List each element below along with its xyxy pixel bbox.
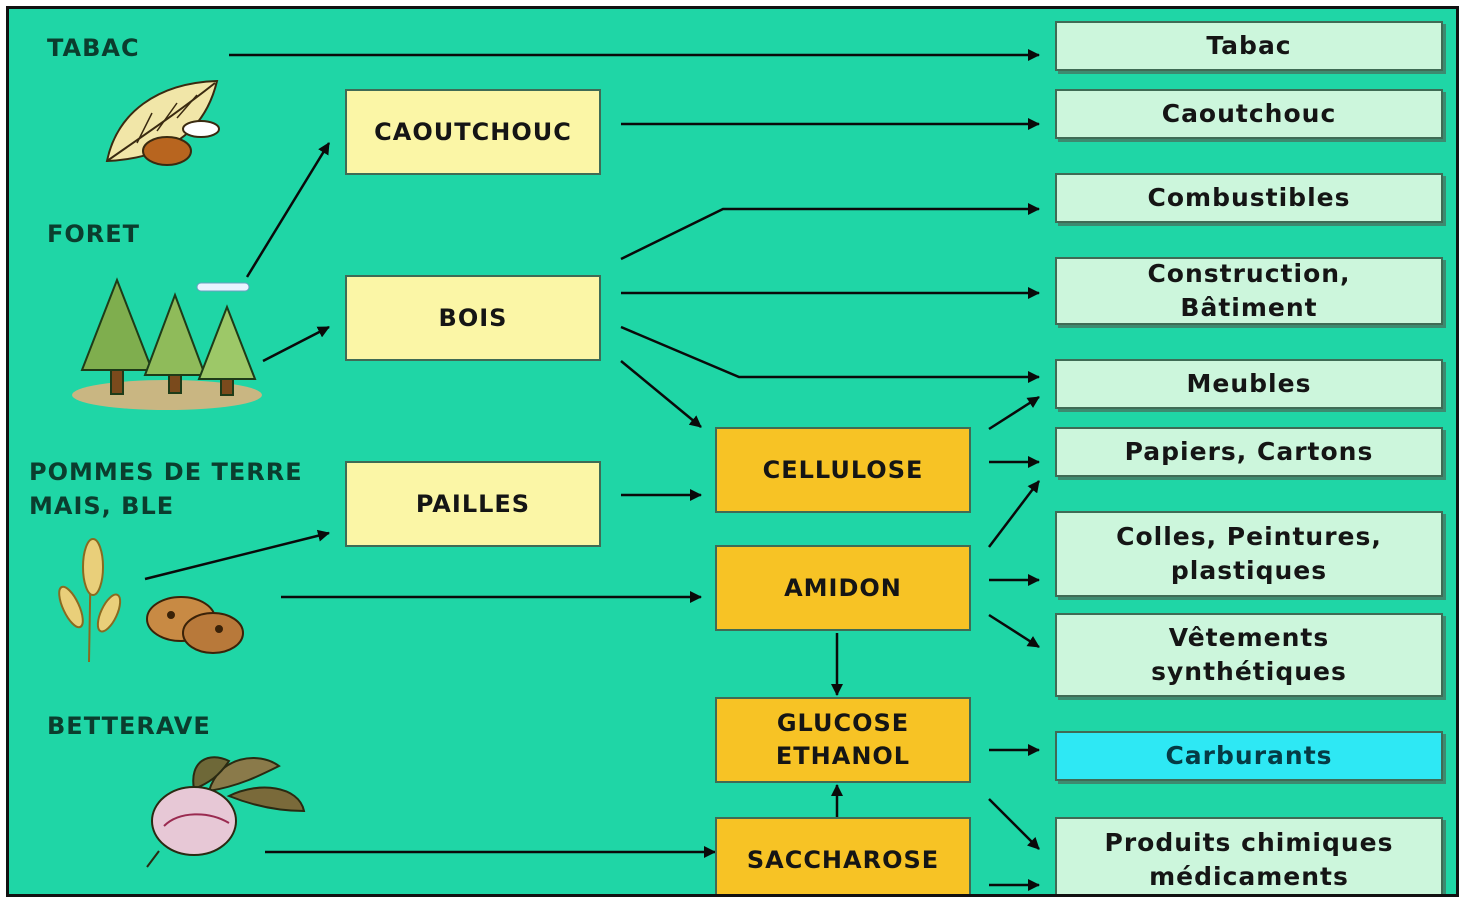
arrow-glucose-produits	[988, 798, 1040, 850]
arrow-cellulose-meubles	[988, 395, 1040, 431]
arrow-amidon-vetements	[988, 613, 1040, 649]
source-label-betterave: BETTERAVE	[47, 712, 211, 740]
source-label-pommes-mais-ble: POMMES DE TERRE MAIS, BLE	[29, 458, 303, 520]
arrow-wheat-pailles	[144, 529, 330, 581]
box-caoutchouc: CAOUTCHOUC	[345, 89, 601, 175]
output-colles-peintures-plastiques: Colles, Peintures, plastiques	[1055, 511, 1443, 597]
tobacco-leaf-icon	[105, 79, 220, 166]
potato-icon	[146, 596, 244, 654]
output-papiers-cartons: Papiers, Cartons	[1055, 427, 1443, 477]
beetroot-icon	[146, 756, 306, 868]
box-cellulose: CELLULOSE	[715, 427, 971, 513]
arrows-layer	[144, 49, 1040, 891]
output-produits-chimiques-medicaments: Produits chimiques médicaments	[1055, 817, 1443, 894]
arrow-bois-cellulose	[620, 360, 702, 428]
forest-trees-icon	[72, 277, 262, 410]
output-tabac: Tabac	[1055, 21, 1443, 71]
output-meubles: Meubles	[1055, 359, 1443, 409]
arrow-amidon-papiers	[988, 480, 1040, 548]
source-label-foret: FORET	[47, 220, 141, 248]
diagram-frame: TABAC FORET POMMES DE TERRE MAIS, BLE BE…	[6, 6, 1459, 897]
box-glucose-ethanol: GLUCOSE ETHANOL	[715, 697, 971, 783]
arrow-bois-meubles	[620, 325, 1040, 383]
output-carburants: Carburants	[1055, 731, 1443, 781]
output-construction-batiment: Construction, Bâtiment	[1055, 257, 1443, 325]
arrow-foret-bois	[262, 325, 330, 363]
box-bois: BOIS	[345, 275, 601, 361]
box-amidon: AMIDON	[715, 545, 971, 631]
wheat-icon	[58, 538, 122, 663]
box-saccharose: SACCHAROSE	[715, 817, 971, 894]
output-caoutchouc: Caoutchouc	[1055, 89, 1443, 139]
box-pailles: PAILLES	[345, 461, 601, 547]
source-label-tabac: TABAC	[47, 34, 140, 62]
arrow-bois-combustibles	[620, 203, 1040, 261]
output-vetements-synthetiques: Vêtements synthétiques	[1055, 613, 1443, 697]
arrow-foret-caoutchouc	[245, 142, 331, 278]
output-combustibles: Combustibles	[1055, 173, 1443, 223]
